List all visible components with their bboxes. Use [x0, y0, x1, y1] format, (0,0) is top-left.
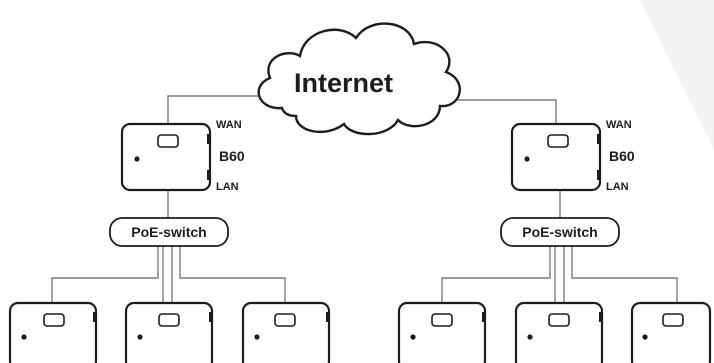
end-device-right-3 — [630, 301, 712, 363]
router-left-model-label: B60 — [219, 148, 245, 164]
end-device-left-1 — [8, 301, 98, 363]
end-device-side-tab — [209, 312, 213, 322]
router-right-body — [510, 122, 602, 192]
router-left-lan-label: LAN — [216, 181, 239, 193]
router-right-wan-label: WAN — [606, 119, 632, 131]
end-device-status-panel — [158, 313, 180, 327]
router-right-model-label: B60 — [609, 148, 635, 164]
wire-switch-left-to-device-1 — [51, 246, 159, 303]
end-device-body — [241, 301, 331, 363]
connection-lines — [51, 95, 678, 303]
router-left-body — [120, 122, 212, 192]
end-device-body — [8, 301, 98, 363]
end-device-power-dot — [21, 334, 27, 340]
poe-switch-right-box — [500, 217, 620, 247]
end-device-power-dot — [410, 334, 416, 340]
end-device-body — [514, 301, 604, 363]
end-device-status-panel — [431, 313, 453, 327]
end-device-power-dot — [137, 334, 143, 340]
end-device-side-tab — [599, 312, 603, 322]
router-left-side-tab-bottom — [207, 170, 211, 180]
router-left-side-tab-top — [207, 134, 211, 144]
end-device-right-2 — [514, 301, 604, 363]
internet-cloud: Internet — [257, 22, 461, 136]
end-device-power-dot — [254, 334, 260, 340]
end-device-status-panel — [43, 313, 65, 327]
end-device-side-tab — [482, 312, 486, 322]
wire-switch-left-to-device-3 — [179, 246, 286, 303]
end-device-left-3 — [241, 301, 331, 363]
end-device-side-tab — [93, 312, 97, 322]
end-device-power-dot — [642, 334, 648, 340]
router-left: WAN B60 LAN — [120, 119, 245, 193]
router-right-lan-label: LAN — [606, 181, 629, 193]
router-right: WAN B60 LAN — [510, 119, 635, 193]
router-right-status-panel — [547, 134, 569, 148]
cloud-icon — [257, 22, 461, 136]
router-right-power-dot — [524, 156, 530, 162]
poe-switch-right: PoE-switch — [500, 217, 620, 247]
end-device-status-panel — [548, 313, 570, 327]
end-device-right-1 — [397, 301, 487, 363]
end-device-power-dot — [527, 334, 533, 340]
poe-switch-right-label: PoE-switch — [522, 224, 597, 240]
router-left-wan-label: WAN — [216, 119, 242, 131]
wire-cloud-to-router-left — [167, 95, 262, 124]
router-left-power-dot — [134, 156, 140, 162]
router-left-status-panel — [157, 134, 179, 148]
poe-switch-left-label: PoE-switch — [131, 224, 206, 240]
end-device-side-tab — [326, 312, 330, 322]
background-watermark — [640, 0, 714, 150]
end-device-body — [397, 301, 487, 363]
end-device-status-panel — [274, 313, 296, 327]
poe-switch-left: PoE-switch — [109, 217, 229, 247]
cloud-label: Internet — [294, 68, 393, 98]
poe-switch-left-box — [109, 217, 229, 247]
wire-switch-right-to-device-3 — [571, 246, 678, 303]
wire-switch-right-to-device-1 — [441, 246, 551, 303]
end-device-status-panel — [662, 313, 684, 327]
end-device-body — [630, 301, 712, 363]
wire-cloud-to-router-right — [440, 99, 557, 124]
router-right-side-tab-top — [597, 134, 601, 144]
end-device-left-2 — [124, 301, 214, 363]
end-device-body — [124, 301, 214, 363]
router-right-side-tab-bottom — [597, 170, 601, 180]
